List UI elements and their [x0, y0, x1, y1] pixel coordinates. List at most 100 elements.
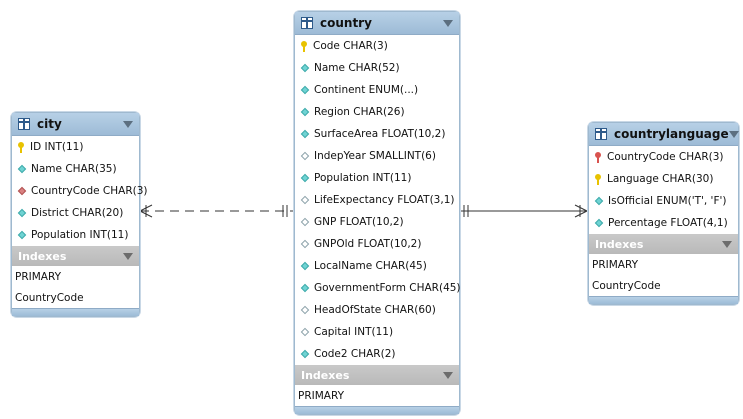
index-row[interactable]: CountryCode: [15, 291, 84, 304]
primary-key-icon: [594, 173, 603, 185]
nullable-column-diamond-icon: [300, 305, 310, 315]
table-icon: [301, 17, 313, 29]
table-countrylanguage[interactable]: countrylanguage CountryCode CHAR(3) Lang…: [588, 122, 739, 305]
column-label: IsOfficial ENUM('T', 'F'): [608, 195, 727, 207]
column-label: GNPOld FLOAT(10,2): [314, 238, 422, 250]
column-label: LifeExpectancy FLOAT(3,1): [314, 194, 455, 206]
indexes-label: Indexes: [301, 368, 350, 382]
table-footer: [12, 308, 139, 316]
column-row[interactable]: Code2 CHAR(2): [295, 343, 459, 365]
column-row[interactable]: Region CHAR(26): [295, 101, 459, 123]
table-header[interactable]: countrylanguage: [589, 123, 739, 146]
indexes-header[interactable]: Indexes: [589, 234, 738, 254]
column-label: Language CHAR(30): [607, 173, 714, 185]
nullable-column-diamond-icon: [300, 327, 310, 337]
table-icon: [595, 128, 607, 140]
table-footer: [295, 406, 459, 414]
column-label: CountryCode CHAR(3): [31, 185, 148, 197]
table-title: city: [37, 117, 62, 131]
column-row[interactable]: Name CHAR(35): [12, 158, 139, 180]
index-row[interactable]: PRIMARY: [15, 270, 62, 283]
column-row[interactable]: GNP FLOAT(10,2): [295, 211, 459, 233]
index-row[interactable]: CountryCode: [592, 279, 661, 292]
column-row[interactable]: Population INT(11): [12, 224, 139, 246]
column-row[interactable]: CountryCode CHAR(3): [589, 146, 738, 168]
column-row[interactable]: HeadOfState CHAR(60): [295, 299, 459, 321]
column-diamond-icon: [594, 218, 604, 228]
table-city[interactable]: city ID INT(11) Name CHAR(35) CountryCod…: [11, 112, 148, 317]
table-title: countrylanguage: [614, 127, 729, 141]
column-row[interactable]: Code CHAR(3): [295, 35, 459, 57]
column-row[interactable]: IndepYear SMALLINT(6): [295, 145, 459, 167]
indexes-label: Indexes: [595, 237, 644, 251]
column-row[interactable]: Language CHAR(30): [589, 168, 738, 190]
column-label: ID INT(11): [30, 141, 84, 153]
column-label: Name CHAR(35): [31, 163, 117, 175]
collapse-arrow-icon[interactable]: [123, 120, 133, 128]
table-country[interactable]: country Code CHAR(3) Name CHAR(52) Conti…: [294, 11, 461, 415]
index-row[interactable]: PRIMARY: [592, 258, 639, 271]
index-row[interactable]: PRIMARY: [298, 389, 345, 402]
indexes-header[interactable]: Indexes: [295, 365, 459, 385]
column-row[interactable]: Percentage FLOAT(4,1): [589, 212, 738, 234]
language-crowfoot-top: [574, 204, 588, 212]
column-row[interactable]: CountryCode CHAR(3): [12, 180, 148, 202]
column-label: SurfaceArea FLOAT(10,2): [314, 128, 446, 140]
column-label: Population INT(11): [314, 172, 412, 184]
column-row[interactable]: Capital INT(11): [295, 321, 459, 343]
column-diamond-icon: [17, 208, 27, 218]
column-label: GovernmentForm CHAR(45): [314, 282, 461, 294]
column-diamond-icon: [300, 63, 310, 73]
table-header[interactable]: city: [12, 113, 139, 136]
collapse-arrow-icon[interactable]: [722, 240, 732, 248]
column-diamond-icon: [300, 85, 310, 95]
column-label: HeadOfState CHAR(60): [314, 304, 436, 316]
nullable-column-diamond-icon: [300, 217, 310, 227]
column-label: Continent ENUM(...): [314, 84, 419, 96]
column-row[interactable]: Name CHAR(52): [295, 57, 459, 79]
column-row[interactable]: ID INT(11): [12, 136, 139, 158]
column-row[interactable]: IsOfficial ENUM('T', 'F'): [589, 190, 738, 212]
column-row[interactable]: SurfaceArea FLOAT(10,2): [295, 123, 459, 145]
column-label: Code2 CHAR(2): [314, 348, 396, 360]
column-diamond-icon: [594, 196, 604, 206]
column-label: Name CHAR(52): [314, 62, 400, 74]
column-label: GNP FLOAT(10,2): [314, 216, 404, 228]
collapse-arrow-icon[interactable]: [728, 130, 739, 138]
column-row[interactable]: LocalName CHAR(45): [295, 255, 459, 277]
column-label: LocalName CHAR(45): [314, 260, 427, 272]
column-diamond-icon: [300, 349, 310, 359]
column-row[interactable]: GNPOld FLOAT(10,2): [295, 233, 459, 255]
column-label: District CHAR(20): [31, 207, 124, 219]
column-diamond-icon: [300, 129, 310, 139]
collapse-arrow-icon[interactable]: [443, 371, 453, 379]
nullable-column-diamond-icon: [300, 151, 310, 161]
column-row[interactable]: GovernmentForm CHAR(45): [295, 277, 461, 299]
indexes-header[interactable]: Indexes: [12, 246, 139, 266]
table-footer: [589, 296, 738, 304]
column-row[interactable]: Population INT(11): [295, 167, 459, 189]
foreign-key-diamond-icon: [17, 186, 27, 196]
foreign-key-icon: [594, 151, 603, 163]
column-row[interactable]: LifeExpectancy FLOAT(3,1): [295, 189, 459, 211]
relationship-country-countrylanguage[interactable]: [460, 204, 588, 218]
relationship-city-country[interactable]: [139, 204, 293, 218]
column-row[interactable]: Continent ENUM(...): [295, 79, 459, 101]
column-label: Region CHAR(26): [314, 106, 405, 118]
table-header[interactable]: country: [295, 12, 459, 35]
column-label: Code CHAR(3): [313, 40, 388, 52]
column-label: Capital INT(11): [314, 326, 394, 338]
column-diamond-icon: [300, 283, 310, 293]
language-crowfoot-bottom: [574, 210, 588, 218]
primary-key-icon: [17, 141, 26, 153]
table-title: country: [320, 16, 372, 30]
indexes-label: Indexes: [18, 249, 67, 263]
column-diamond-icon: [17, 230, 27, 240]
primary-key-icon: [300, 40, 309, 52]
column-row[interactable]: District CHAR(20): [12, 202, 139, 224]
collapse-arrow-icon[interactable]: [443, 19, 453, 27]
column-diamond-icon: [300, 107, 310, 117]
collapse-arrow-icon[interactable]: [123, 252, 133, 260]
column-label: Percentage FLOAT(4,1): [608, 217, 728, 229]
